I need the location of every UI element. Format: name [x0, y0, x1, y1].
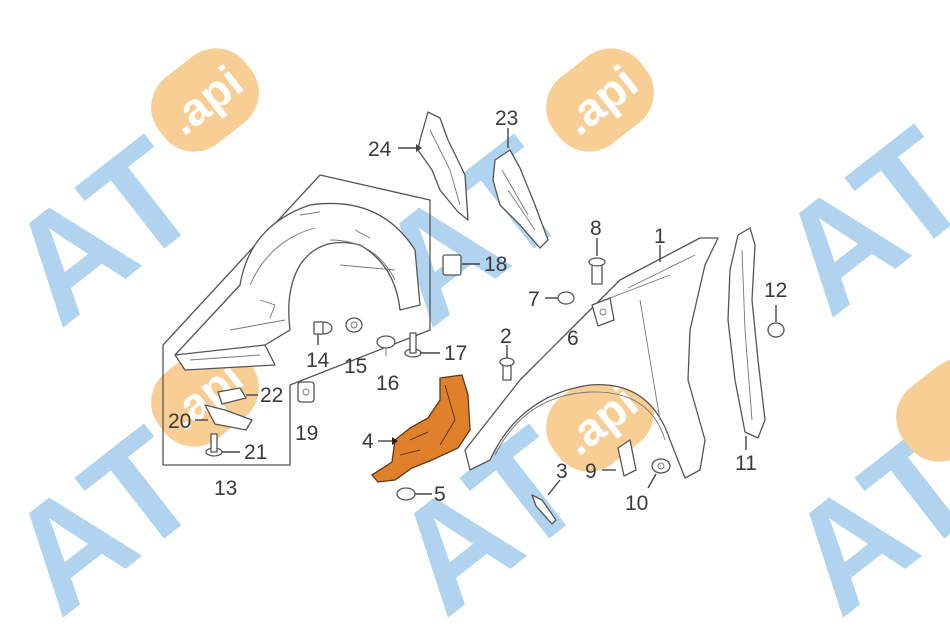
- callout-16: 16: [376, 372, 399, 395]
- callout-19: 19: [295, 422, 318, 445]
- part-1-front-fender: [464, 237, 719, 479]
- callout-1: 1: [654, 225, 666, 248]
- highlighted-bracket: [371, 374, 471, 483]
- callout-5: 5: [434, 483, 446, 506]
- fastener-15: [345, 317, 363, 333]
- watermark-logo: AT: [746, 97, 950, 346]
- callout-13: 13: [214, 477, 237, 500]
- watermark-badge: .api: [151, 48, 259, 152]
- callout-23: 23: [495, 107, 518, 130]
- callout-6: 6: [567, 327, 579, 350]
- bolt-3: [531, 479, 561, 525]
- clip-7: [545, 291, 575, 305]
- bolt-5: [396, 487, 432, 501]
- bracket-6: [591, 297, 615, 327]
- bolt-2: [499, 345, 515, 381]
- callout-7: 7: [528, 288, 540, 311]
- bracket-22: [217, 387, 258, 405]
- clip-18: [442, 254, 480, 276]
- clip-12: [767, 305, 785, 338]
- part-23-insulator: [492, 128, 549, 249]
- callout-2: 2: [500, 325, 512, 348]
- watermark-layer: AT .api AT .api AT AT .api AT .api: [0, 48, 950, 630]
- callout-labels: 1 2 3 4 5 6 7 8 9 10 11 12 13 14 15 16 1…: [168, 107, 787, 515]
- watermark-badge: [896, 358, 950, 462]
- callout-8: 8: [590, 217, 602, 240]
- callout-10: 10: [625, 492, 648, 515]
- part-24-seal: [398, 111, 469, 221]
- screw-17: [404, 332, 440, 358]
- screw-21: [205, 433, 240, 457]
- watermark-badge: .api: [546, 48, 654, 152]
- callout-18: 18: [484, 253, 507, 276]
- svg-text:AT: AT: [746, 97, 950, 346]
- part-4-fender-bracket-highlighted: [371, 374, 471, 483]
- callout-21: 21: [244, 441, 267, 464]
- bracket-20: [195, 404, 253, 431]
- callout-11: 11: [735, 452, 757, 475]
- callout-12: 12: [764, 279, 787, 302]
- bolt-8: [588, 238, 606, 285]
- part-11-fender-brace: [727, 227, 766, 450]
- liner-frame: [162, 174, 431, 466]
- callout-4: 4: [362, 430, 374, 453]
- callout-9: 9: [585, 460, 597, 483]
- callout-20: 20: [168, 410, 191, 433]
- clip-19: [297, 381, 315, 403]
- bracket-9: [602, 439, 637, 477]
- callout-15: 15: [344, 355, 367, 378]
- nut-10: [647, 458, 671, 489]
- fastener-14: [313, 321, 333, 345]
- fender-liner: [174, 202, 421, 356]
- callout-24: 24: [368, 138, 392, 161]
- part-13-fender-liner-group: [162, 174, 431, 466]
- callout-3: 3: [556, 460, 568, 483]
- callout-17: 17: [444, 342, 467, 365]
- fastener-16: [376, 335, 396, 356]
- callout-14: 14: [306, 349, 330, 372]
- callout-22: 22: [260, 384, 283, 407]
